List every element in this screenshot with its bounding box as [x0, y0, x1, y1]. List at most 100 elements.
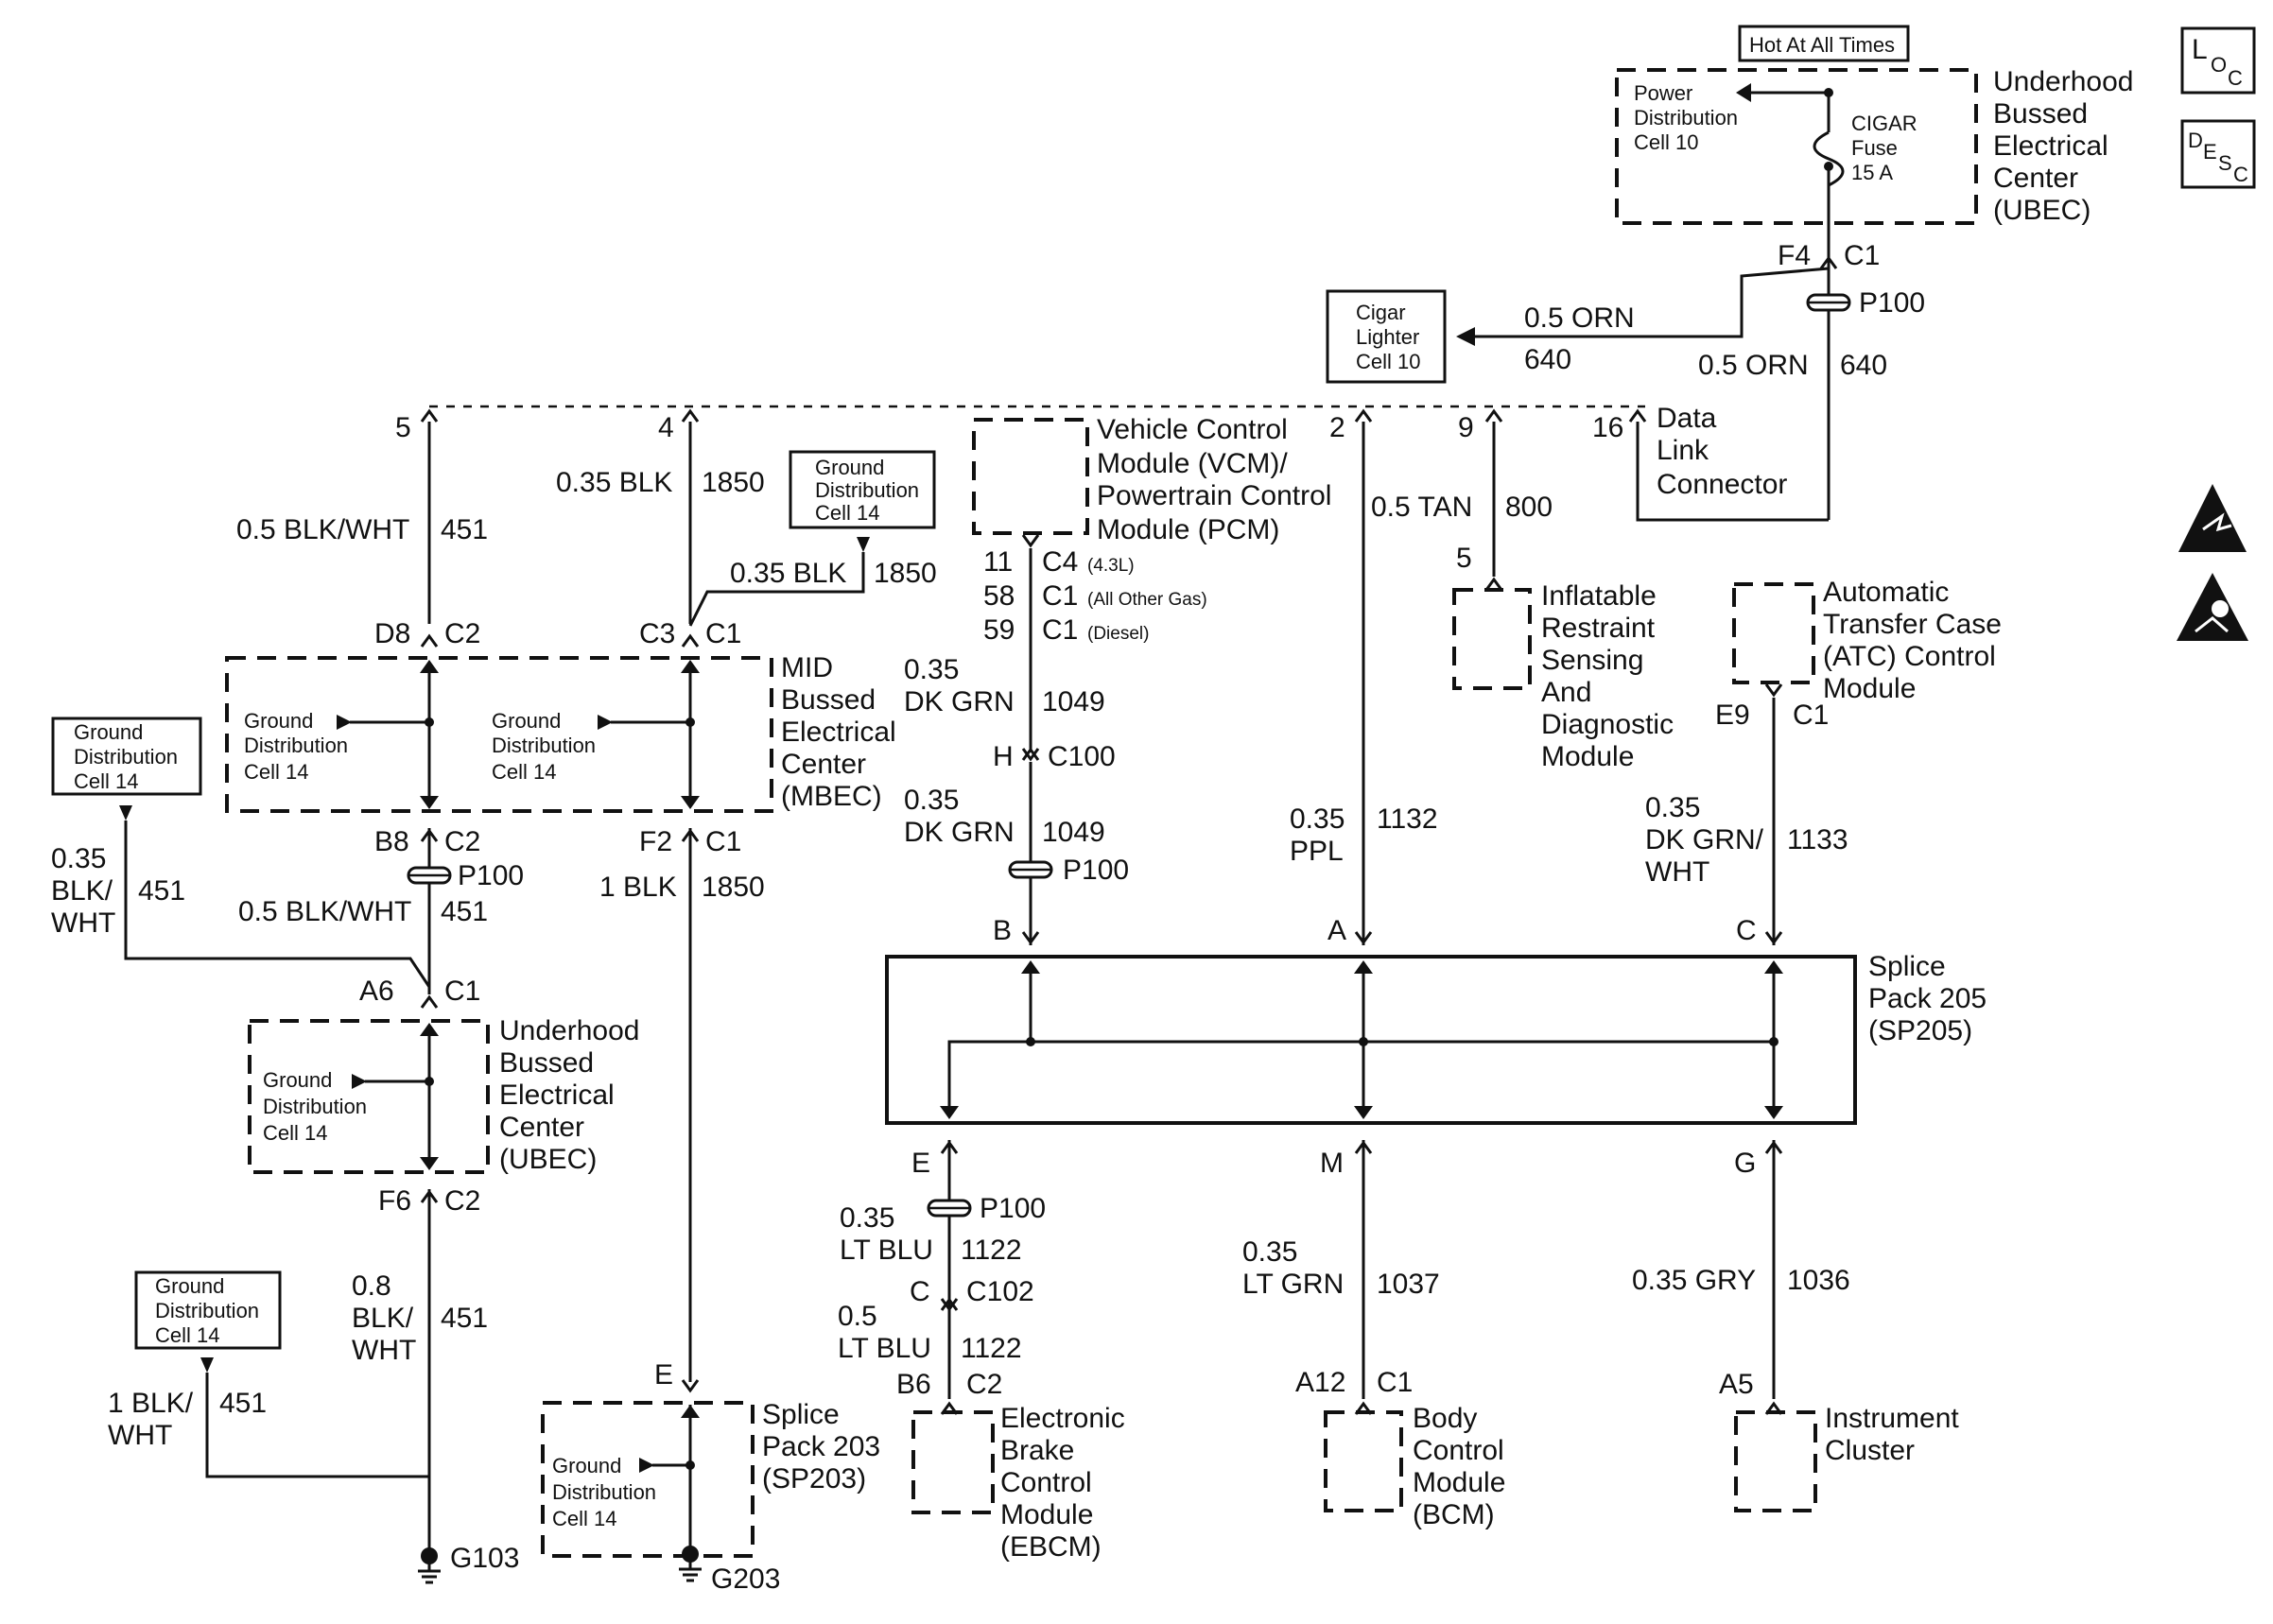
- diagram-label: 0.35 BLK: [556, 467, 672, 498]
- diagram-label: 1036: [1787, 1265, 1850, 1296]
- diagram-label: Underhood: [1993, 66, 2133, 97]
- diagram-label: G203: [711, 1564, 780, 1595]
- diagram-label: Ground: [74, 720, 143, 744]
- diagram-label: Module (PCM): [1097, 514, 1279, 545]
- diagram-label: Ground: [263, 1068, 332, 1092]
- diagram-label: P100: [980, 1193, 1046, 1224]
- ground-distribution-bottom-left-box: Ground Distribution Cell 14: [134, 1270, 282, 1350]
- diagram-label: Transfer Case: [1823, 609, 2002, 640]
- diagram-label: P100: [458, 860, 524, 891]
- diagram-label: Control: [1000, 1467, 1092, 1498]
- diagram-label: Module: [1823, 673, 1916, 704]
- diagram-label: C1: [1377, 1367, 1413, 1398]
- diagram-label: Distribution: [1634, 106, 1738, 130]
- diagram-label: Distribution: [244, 734, 348, 757]
- diagram-label: Data: [1657, 403, 1717, 434]
- diagram-label: 0.35: [1290, 803, 1345, 835]
- bcm-box: [1324, 1410, 1403, 1512]
- diagram-label: Distribution: [492, 734, 596, 757]
- cigar-lighter-box: Cigar Lighter Cell 10: [1326, 289, 1447, 384]
- diagram-label: O: [2211, 53, 2227, 77]
- diagram-label: Splice: [1868, 951, 1946, 982]
- diagram-label: Inflatable: [1541, 580, 1657, 612]
- diagram-label: A12: [1295, 1367, 1345, 1398]
- diagram-label: BLK/: [352, 1303, 414, 1334]
- diagram-label: Center: [499, 1112, 584, 1143]
- atc-control-module-box: [1732, 582, 1815, 684]
- diagram-label: Brake: [1000, 1435, 1074, 1466]
- diagram-label: 0.5 BLK/WHT: [238, 896, 411, 927]
- diagram-label: E9: [1715, 700, 1750, 731]
- diagram-label: Bussed: [781, 684, 876, 716]
- diagram-label: Cell 10: [1634, 130, 1698, 154]
- diagram-label: DK GRN: [904, 686, 1015, 717]
- diagram-label: 0.35: [1645, 792, 1700, 823]
- diagram-label: 1 BLK/: [108, 1388, 194, 1419]
- diagram-label: 451: [441, 1303, 488, 1334]
- diagram-label: Pack 203: [762, 1431, 880, 1462]
- diagram-label: 59: [983, 614, 1015, 646]
- diagram-label: Module: [1541, 741, 1634, 772]
- diagram-label: 1037: [1377, 1269, 1440, 1300]
- diagram-label: A: [1327, 915, 1346, 946]
- diagram-label: 1 BLK: [599, 872, 677, 903]
- diagram-label: C1: [1793, 700, 1829, 731]
- diagram-label: (MBEC): [781, 781, 882, 812]
- diagram-label: B8: [374, 826, 409, 857]
- diagram-label: 800: [1505, 492, 1553, 523]
- diagram-label: MID: [781, 652, 833, 683]
- diagram-label: (SP203): [762, 1463, 866, 1494]
- diagram-label: C: [2233, 163, 2248, 186]
- diagram-label: Fuse: [1851, 136, 1898, 160]
- diagram-label: Splice: [762, 1399, 840, 1430]
- diagram-label: Sensing: [1541, 645, 1643, 676]
- diagram-label: 1850: [702, 872, 765, 903]
- diagram-label: Electrical: [1993, 130, 2108, 162]
- p100-inline-connector: [1806, 293, 1851, 312]
- airbag-warning-icon: [2177, 573, 2248, 641]
- diagram-label: Body: [1413, 1403, 1477, 1434]
- diagram-label: 0.35: [51, 843, 106, 874]
- diagram-label: C2: [966, 1369, 1002, 1400]
- diagram-label: G103: [450, 1543, 519, 1574]
- diagram-label: CIGAR: [1851, 112, 1917, 135]
- diagram-label: 0.5 BLK/WHT: [236, 514, 409, 545]
- diagram-label: 0.35: [904, 654, 959, 685]
- diagram-label: 0.35 BLK: [730, 558, 846, 589]
- diagram-label: Power: [1634, 81, 1692, 105]
- diagram-label: Instrument: [1825, 1403, 1959, 1434]
- fuse-icon: [1813, 130, 1845, 187]
- diagram-label: B6: [896, 1369, 931, 1400]
- diagram-label: C102: [966, 1276, 1034, 1307]
- diagram-label: (ATC) Control: [1823, 641, 1996, 672]
- diagram-label: C1: [1042, 614, 1078, 646]
- diagram-label: (UBEC): [499, 1144, 597, 1175]
- ground-icon: [416, 1562, 442, 1584]
- diagram-label: C2: [444, 826, 480, 857]
- diagram-label: Link: [1657, 435, 1709, 466]
- diagram-label: Distribution: [155, 1299, 259, 1322]
- diagram-label: Cell 14: [492, 760, 556, 784]
- diagram-label: 2: [1329, 412, 1345, 443]
- diagram-label: WHT: [51, 907, 115, 939]
- diagram-label: Lighter: [1356, 325, 1419, 349]
- ebcm-box: [911, 1410, 995, 1514]
- diagram-label: (All Other Gas): [1087, 590, 1207, 610]
- diagram-label: 451: [219, 1388, 267, 1419]
- splice-pack-205-box: [885, 955, 1857, 1125]
- diagram-label: PPL: [1290, 836, 1344, 867]
- diagram-label: F6: [378, 1185, 411, 1217]
- diagram-label: (4.3L): [1087, 556, 1135, 576]
- diagram-label: 1132: [1377, 803, 1438, 835]
- diagram-label: Cigar: [1356, 301, 1406, 324]
- diagram-label: (EBCM): [1000, 1531, 1102, 1563]
- diagram-label: 4: [658, 412, 674, 443]
- diagram-label: (UBEC): [1993, 195, 2091, 226]
- diagram-label: C1: [1042, 580, 1078, 612]
- diagram-label: (SP205): [1868, 1015, 1972, 1046]
- diagram-label: C: [2228, 66, 2243, 90]
- desc-icon: D E S C: [2180, 119, 2256, 189]
- diagram-label: M: [1320, 1148, 1344, 1179]
- diagram-label: P100: [1063, 855, 1129, 886]
